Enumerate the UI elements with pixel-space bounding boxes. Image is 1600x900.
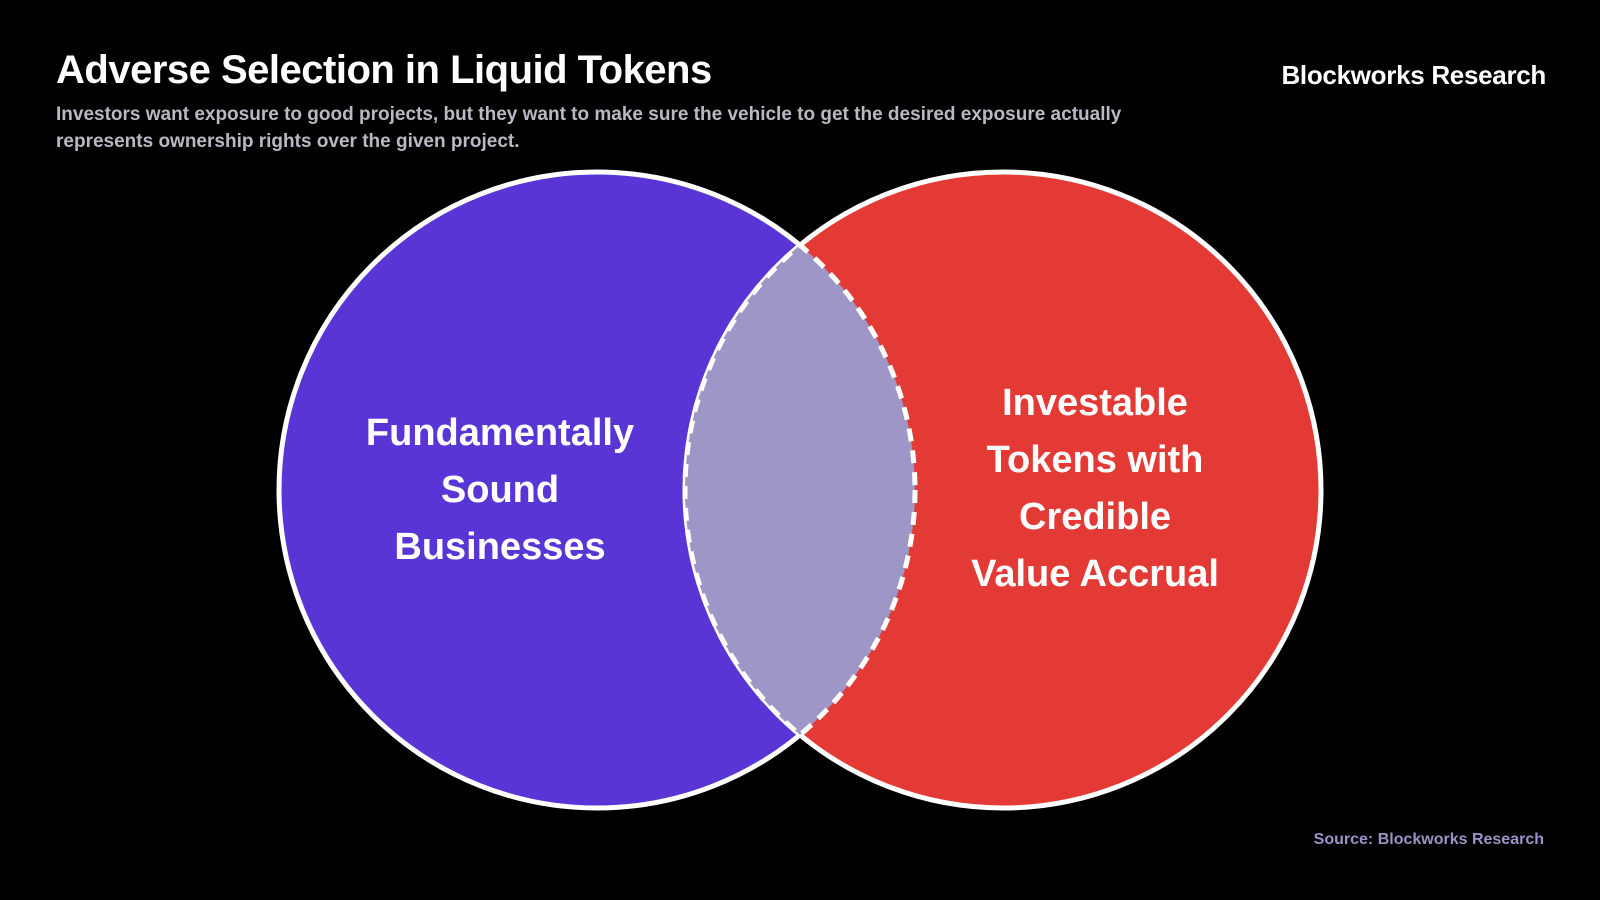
brand-logo-text: Blockworks Research	[1281, 60, 1546, 90]
left-circle-label-text: Fundamentally Sound Businesses	[365, 412, 635, 568]
right-circle-label: Investable Tokens with Credible Value Ac…	[935, 375, 1255, 603]
source-note: Source: Blockworks Research	[1313, 831, 1544, 848]
overlap-dashed-outline-left	[685, 172, 918, 808]
overlap-region	[685, 172, 915, 808]
page-subtitle: Investors want exposure to good projects…	[56, 104, 1122, 152]
overlap-dashed-outline-right	[682, 172, 915, 808]
page-title: Adverse Selection in Liquid Tokens	[56, 48, 712, 92]
left-circle-label: Fundamentally Sound Businesses	[340, 405, 660, 576]
right-circle-label-text: Investable Tokens with Credible Value Ac…	[971, 382, 1219, 595]
